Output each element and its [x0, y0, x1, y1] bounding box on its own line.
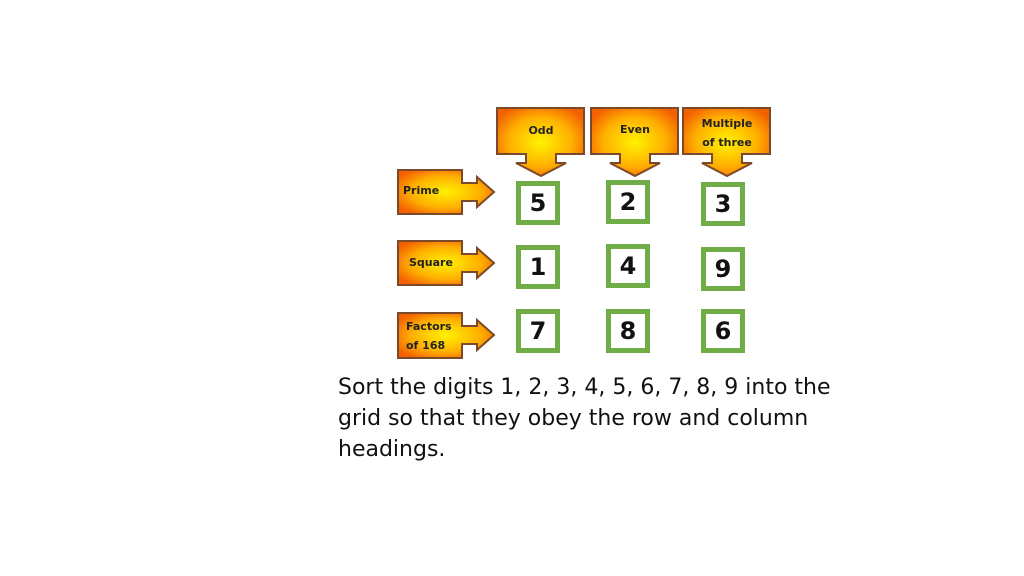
- row-header-prime: Prime: [397, 169, 497, 215]
- grid-cell[interactable]: 7: [516, 309, 560, 353]
- grid-cell[interactable]: 8: [606, 309, 650, 353]
- row-header-factors-of-168: Factors of 168: [397, 312, 497, 359]
- grid-cell[interactable]: 6: [701, 309, 745, 353]
- grid-cell[interactable]: 5: [516, 181, 560, 225]
- row-header-square: Square: [397, 240, 497, 286]
- down-arrow-icon: [590, 107, 679, 177]
- column-label-line1: Multiple: [701, 117, 753, 130]
- right-arrow-icon: [397, 169, 496, 215]
- right-arrow-icon: [397, 240, 496, 286]
- column-header-even: Even: [590, 107, 680, 177]
- grid-cell[interactable]: 1: [516, 245, 560, 289]
- right-arrow-icon: [397, 312, 496, 359]
- grid-cell[interactable]: 4: [606, 244, 650, 288]
- column-label-line2: of three: [702, 136, 752, 149]
- row-label: Square: [409, 256, 453, 269]
- column-label: Even: [620, 123, 650, 136]
- row-label: Prime: [403, 184, 440, 197]
- row-label-line2: of 168: [406, 339, 446, 352]
- down-arrow-icon: [682, 107, 771, 177]
- column-label: Odd: [528, 124, 554, 137]
- grid-cell[interactable]: 9: [701, 247, 745, 291]
- column-header-odd: Odd: [496, 107, 586, 177]
- row-label-line1: Factors: [406, 320, 452, 333]
- column-header-multiple-of-three: Multiple of three: [682, 107, 772, 177]
- instructions-text: Sort the digits 1, 2, 3, 4, 5, 6, 7, 8, …: [338, 375, 831, 462]
- grid-cell[interactable]: 2: [606, 180, 650, 224]
- grid-cell[interactable]: 3: [701, 182, 745, 226]
- down-arrow-icon: [496, 107, 585, 177]
